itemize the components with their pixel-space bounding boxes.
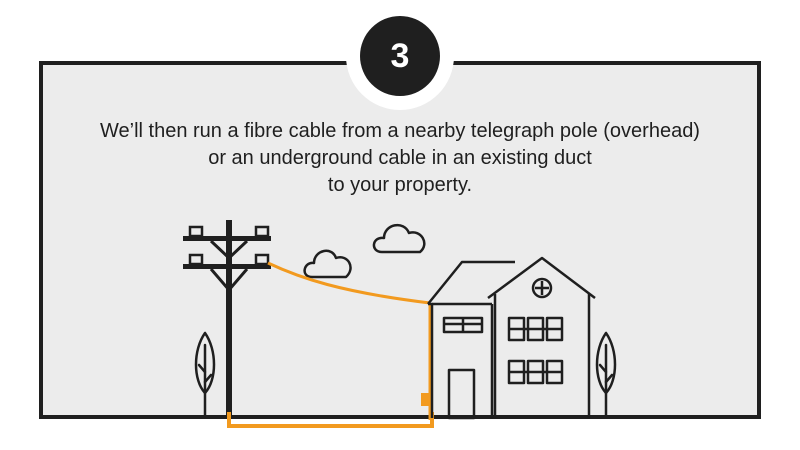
telegraph-pole-icon bbox=[183, 220, 271, 415]
cloud-large-icon bbox=[372, 223, 426, 254]
cloud-small-icon bbox=[303, 249, 352, 279]
tree-right-icon bbox=[595, 331, 617, 417]
caption-line-2: or an underground cable in an existing d… bbox=[208, 147, 592, 169]
underground-cable bbox=[227, 412, 434, 428]
tree-left-icon bbox=[194, 331, 216, 417]
step-number-badge: 3 bbox=[360, 16, 440, 96]
caption-line-1: We’ll then run a fibre cable from a near… bbox=[100, 120, 700, 142]
caption-line-3: to your property. bbox=[327, 174, 473, 196]
wall-connection-box-icon bbox=[421, 393, 430, 406]
overhead-cable bbox=[267, 261, 431, 305]
house-icon bbox=[427, 256, 596, 420]
step-description: We’ll then run a fibre cable from a near… bbox=[60, 118, 740, 199]
step-panel bbox=[39, 61, 761, 419]
